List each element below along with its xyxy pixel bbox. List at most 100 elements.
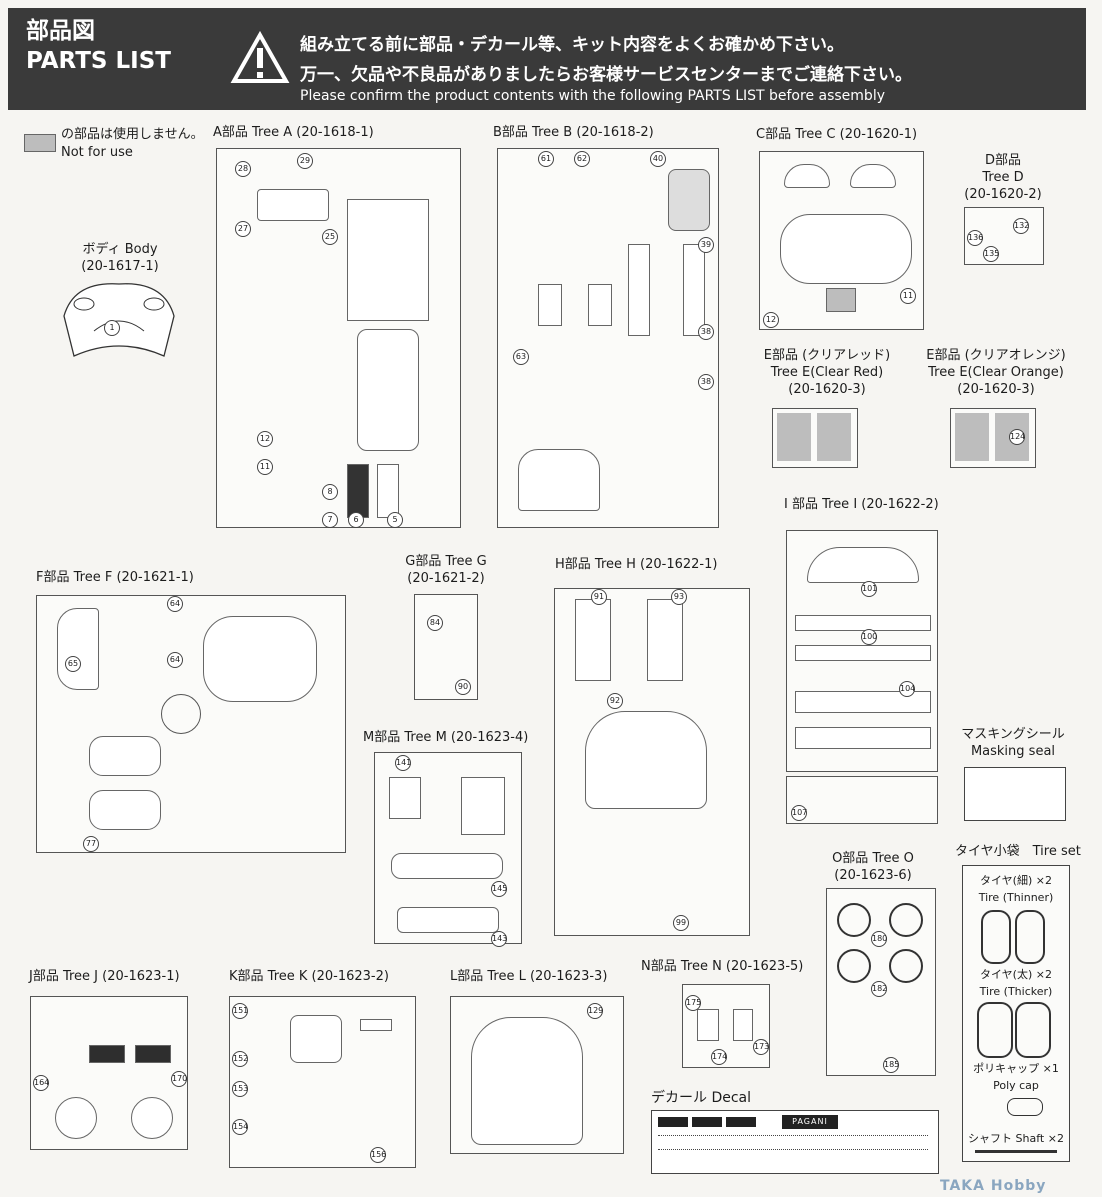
title-en: PARTS LIST <box>26 48 171 74</box>
body-shell-drawing <box>63 283 175 357</box>
tree-l: 129 <box>450 996 624 1154</box>
tree-b-part <box>628 244 650 336</box>
part-number-7: 7 <box>322 512 338 528</box>
masking-seal-sheet <box>964 767 1066 821</box>
part-number-101: 101 <box>861 581 877 597</box>
tree-i-label: I 部品 Tree I (20-1622-2) <box>784 497 939 512</box>
tree-f-cockpit <box>203 616 317 702</box>
tire-set-title: タイヤ小袋 Tire set <box>955 844 1081 859</box>
tree-f-seat <box>89 736 161 776</box>
warning-line-3: Please confirm the product contents with… <box>300 88 885 104</box>
part-number-11: 11 <box>257 459 273 475</box>
tree-i: 101 100 104 <box>786 530 938 772</box>
part-number-143: 143 <box>491 931 507 947</box>
tree-m: 145 143 141 <box>374 752 522 947</box>
part-number-40: 40 <box>650 151 666 167</box>
tree-g-label: G部品 Tree G(20-1621-2) <box>405 554 487 586</box>
part-number-28: 28 <box>235 161 251 177</box>
tree-d: 136 135 132 <box>964 207 1044 265</box>
part-number-27: 27 <box>235 221 251 237</box>
part-number-5: 5 <box>387 512 403 528</box>
part-number-124: 124 <box>1009 429 1025 445</box>
decal-strip <box>726 1117 756 1127</box>
tree-j-label: J部品 Tree J (20-1623-1) <box>29 969 180 984</box>
tree-e-red <box>772 408 858 468</box>
part-number-154: 154 <box>232 1119 248 1135</box>
tire-icon <box>981 910 1011 964</box>
tree-c-canopy <box>780 214 912 284</box>
part-number-38-b: 38 <box>698 374 714 390</box>
tree-b: 61 62 40 39 38 38 63 <box>497 148 719 528</box>
tree-b-frame <box>518 449 600 511</box>
tree-l-panel <box>471 1017 583 1145</box>
tree-c-part <box>850 164 896 188</box>
tree-k-part <box>290 1015 342 1063</box>
part-number-25: 25 <box>322 229 338 245</box>
tree-e-red-unused <box>817 413 851 461</box>
tree-c-part <box>784 164 830 188</box>
part-number-92: 92 <box>607 693 623 709</box>
tree-c-unused-part <box>826 288 856 312</box>
legend-ja: の部品は使用しません。 <box>61 127 204 142</box>
tire-icon <box>977 1002 1013 1058</box>
tree-a-label: A部品 Tree A (20-1618-1) <box>213 125 374 140</box>
warning-line-2: 万一、欠品や不良品がありましたらお客様サービスセンターまでご連絡下さい。 <box>300 65 912 85</box>
tree-n-part <box>697 1009 719 1041</box>
part-number-173: 173 <box>753 1039 769 1055</box>
body-label: ボディ Body(20-1617-1) <box>81 242 159 274</box>
tree-j: 164 170 <box>30 996 188 1150</box>
part-number-152: 152 <box>232 1051 248 1067</box>
part-number-170: 170 <box>171 1071 187 1087</box>
tree-i-blade <box>795 691 931 713</box>
tree-e-red-unused <box>777 413 811 461</box>
wheel-icon <box>889 903 923 937</box>
part-number-12-c: 12 <box>763 312 779 328</box>
warning-line-1: 組み立てる前に部品・デカール等、キット内容をよくお確かめ下さい。 <box>300 35 844 55</box>
part-number-61: 61 <box>538 151 554 167</box>
tree-m-grille <box>397 907 499 933</box>
tree-j-part <box>55 1097 97 1139</box>
tire-icon <box>1015 1002 1051 1058</box>
tree-a-part <box>257 189 329 221</box>
part-number-156: 156 <box>370 1147 386 1163</box>
tree-a-chassis <box>347 199 429 321</box>
part-number-62: 62 <box>574 151 590 167</box>
part-number-91: 91 <box>591 589 607 605</box>
part-number-104: 104 <box>899 681 915 697</box>
tree-a-part-5 <box>377 464 399 518</box>
tree-i-blade <box>795 645 931 661</box>
watermark: TAKA Hobby <box>940 1178 1047 1194</box>
part-number-38: 38 <box>698 324 714 340</box>
part-number-93: 93 <box>671 589 687 605</box>
part-number-175: 175 <box>685 995 701 1011</box>
tree-i-wing <box>807 547 919 583</box>
decal-row <box>658 1135 928 1144</box>
part-number-29: 29 <box>297 153 313 169</box>
tree-i-small: 107 <box>786 776 938 824</box>
tree-k-label: K部品 Tree K (20-1623-2) <box>229 969 389 984</box>
decal-strip <box>692 1117 722 1127</box>
not-for-use-swatch <box>24 134 56 152</box>
wheel-icon <box>837 949 871 983</box>
header-title: 部品図 PARTS LIST <box>26 16 171 76</box>
part-number-64-b: 64 <box>167 652 183 668</box>
tree-o: 180 182 185 <box>826 888 936 1076</box>
tree-b-label: B部品 Tree B (20-1618-2) <box>493 125 654 140</box>
tree-e-orange-unused <box>955 413 989 461</box>
title-ja: 部品図 <box>26 18 95 44</box>
tree-b-engine <box>668 169 710 231</box>
legend-en: Not for use <box>61 145 133 160</box>
tree-j-part <box>131 1097 173 1139</box>
tree-m-part <box>461 777 505 835</box>
tree-b-part <box>538 284 562 326</box>
tree-h-canopy-frame <box>585 711 707 809</box>
part-number-151: 151 <box>232 1003 248 1019</box>
tree-e-red-label: E部品 (クリアレッド)Tree E(Clear Red)(20-1620-3) <box>763 348 891 397</box>
tree-c-label: C部品 Tree C (20-1620-1) <box>756 127 918 142</box>
part-number-1: 1 <box>104 320 120 336</box>
part-number-145: 145 <box>491 881 507 897</box>
